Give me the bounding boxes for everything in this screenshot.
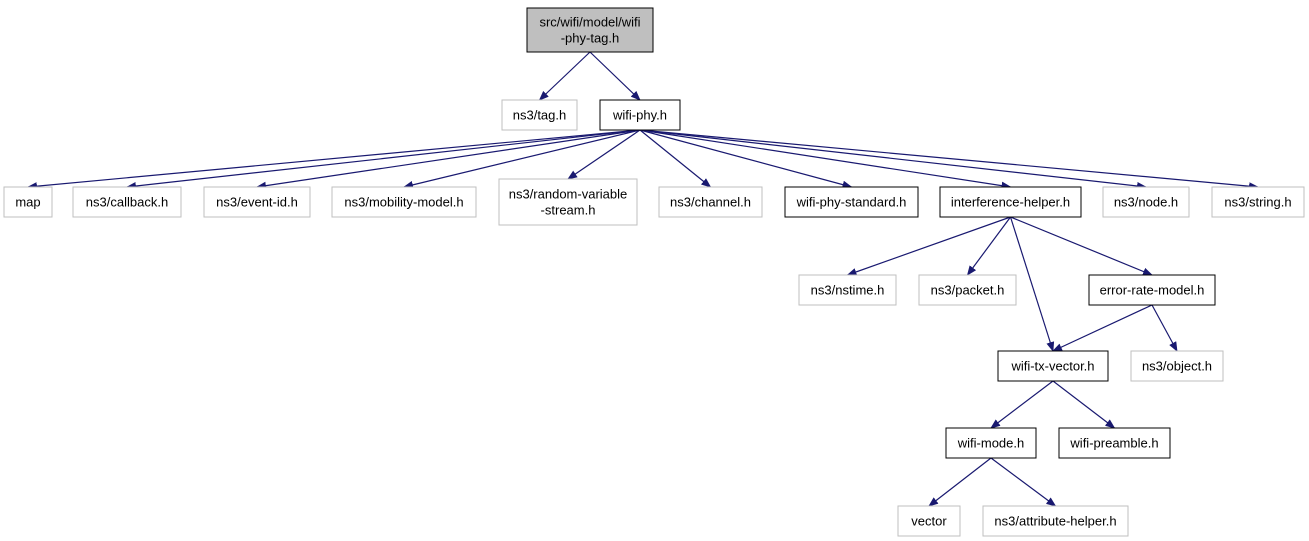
node-box xyxy=(784,186,919,218)
node-label: ns3/string.h xyxy=(1224,195,1291,210)
node-label: ns3/event-id.h xyxy=(216,195,298,210)
node-box xyxy=(599,99,681,131)
edge-wifiphy-to-standard xyxy=(639,129,853,189)
node-label: ns3/tag.h xyxy=(513,108,567,123)
node-box xyxy=(1088,274,1216,306)
edge-wifiphy-to-mobility xyxy=(403,129,641,189)
node-box xyxy=(501,99,578,131)
edge-wifiphy-to-callback xyxy=(126,129,641,190)
node-box xyxy=(498,178,638,226)
node-box xyxy=(939,186,1082,218)
node-box xyxy=(331,186,477,218)
node-label: -phy-tag.h xyxy=(561,31,620,46)
node-label: map xyxy=(15,195,40,210)
node-ns3-tag-h: ns3/tag.h xyxy=(501,99,578,131)
node-box xyxy=(1130,350,1224,382)
node-label: ns3/node.h xyxy=(1114,195,1178,210)
node-label: ns3/attribute-helper.h xyxy=(994,514,1116,529)
node-map: map xyxy=(3,186,53,218)
node-label: wifi-phy.h xyxy=(612,108,667,123)
node-ns3-object-h: ns3/object.h xyxy=(1130,350,1224,382)
node-box xyxy=(997,350,1109,382)
node-wifi-tx-vector-h[interactable]: wifi-tx-vector.h xyxy=(997,350,1109,382)
node-label: ns3/nstime.h xyxy=(811,283,885,298)
edge-interference-to-txvector xyxy=(1009,216,1055,352)
node-wifi-preamble-h[interactable]: wifi-preamble.h xyxy=(1058,427,1171,459)
node-wifi-mode-h[interactable]: wifi-mode.h xyxy=(945,427,1037,459)
node-src-wifi-model-wifi-phy-tag-h[interactable]: src/wifi/model/wifi-phy-tag.h xyxy=(526,7,654,53)
node-label: wifi-preamble.h xyxy=(1069,436,1158,451)
edge-wifiphy-to-random xyxy=(567,129,641,180)
node-label: interference-helper.h xyxy=(951,195,1070,210)
node-ns3-callback-h: ns3/callback.h xyxy=(72,186,182,218)
node-ns3-random-variable-stream-h: ns3/random-variable-stream.h xyxy=(498,178,638,226)
node-label: wifi-tx-vector.h xyxy=(1010,359,1094,374)
node-box xyxy=(982,505,1129,537)
node-box xyxy=(945,427,1037,459)
node-box xyxy=(1211,186,1305,218)
node-ns3-mobility-model-h: ns3/mobility-model.h xyxy=(331,186,477,218)
node-label: ns3/object.h xyxy=(1142,359,1212,374)
node-ns3-event-id-h: ns3/event-id.h xyxy=(203,186,311,218)
node-label: error-rate-model.h xyxy=(1100,283,1205,298)
node-ns3-string-h: ns3/string.h xyxy=(1211,186,1305,218)
node-label: -stream.h xyxy=(541,203,596,218)
node-ns3-nstime-h: ns3/nstime.h xyxy=(798,274,897,306)
node-ns3-channel-h: ns3/channel.h xyxy=(658,186,763,218)
nodes-layer: src/wifi/model/wifi-phy-tag.h ns3/tag.h wi… xyxy=(3,7,1305,537)
node-label: ns3/random-variable xyxy=(509,187,628,202)
node-box xyxy=(897,505,961,537)
edge-wifiphy-to-channel xyxy=(639,129,712,188)
edge-wifimode-to-vector xyxy=(928,457,992,507)
edge-wifiphy-to-map xyxy=(27,129,641,191)
edges-layer xyxy=(27,51,1259,507)
node-ns3-attribute-helper-h: ns3/attribute-helper.h xyxy=(982,505,1129,537)
edge-interference-to-packet xyxy=(966,216,1011,276)
node-box xyxy=(526,7,654,53)
node-box xyxy=(658,186,763,218)
node-box xyxy=(203,186,311,218)
edge-errorrate-to-txvector xyxy=(1052,304,1153,352)
node-box xyxy=(72,186,182,218)
node-box xyxy=(3,186,53,218)
node-label: ns3/packet.h xyxy=(931,283,1005,298)
edge-wifiphy-to-string xyxy=(639,129,1259,191)
node-interference-helper-h[interactable]: interference-helper.h xyxy=(939,186,1082,218)
node-box xyxy=(798,274,897,306)
node-box xyxy=(1058,427,1171,459)
node-label: ns3/channel.h xyxy=(670,195,751,210)
edge-wifiphy-to-interference xyxy=(639,129,1012,190)
node-box xyxy=(918,274,1017,306)
node-label: src/wifi/model/wifi xyxy=(539,15,640,30)
node-label: vector xyxy=(911,514,947,529)
node-label: ns3/mobility-model.h xyxy=(344,195,463,210)
node-label: wifi-mode.h xyxy=(957,436,1024,451)
node-wifi-phy-h[interactable]: wifi-phy.h xyxy=(599,99,681,131)
node-vector: vector xyxy=(897,505,961,537)
node-error-rate-model-h[interactable]: error-rate-model.h xyxy=(1088,274,1216,306)
node-wifi-phy-standard-h[interactable]: wifi-phy-standard.h xyxy=(784,186,919,218)
edge-wifimode-to-attribute xyxy=(990,457,1057,507)
edge-txvector-to-preamble xyxy=(1052,380,1116,429)
node-box xyxy=(1102,186,1190,218)
edge-root-to-tag xyxy=(538,51,591,101)
edge-errorrate-to-object xyxy=(1151,304,1178,352)
edge-interference-to-errorrate xyxy=(1010,216,1153,276)
edge-wifiphy-to-node xyxy=(639,129,1147,190)
node-label: ns3/callback.h xyxy=(86,195,168,210)
node-ns3-node-h: ns3/node.h xyxy=(1102,186,1190,218)
edge-root-to-wifiphy xyxy=(589,51,641,101)
edge-txvector-to-wifimode xyxy=(990,380,1054,429)
node-label: wifi-phy-standard.h xyxy=(796,195,907,210)
edge-wifiphy-to-eventid xyxy=(256,129,641,190)
edge-interference-to-nstime xyxy=(846,216,1011,276)
node-ns3-packet-h: ns3/packet.h xyxy=(918,274,1017,306)
